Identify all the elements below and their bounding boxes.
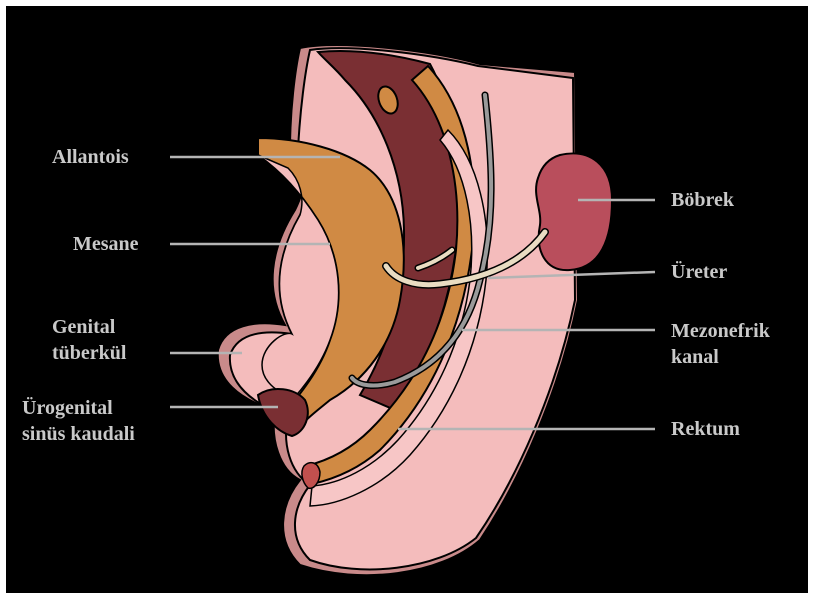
label-bobrek: Böbrek [671,187,734,213]
label-urogenital-sinus: Ürogenital sinüs kaudali [22,395,135,447]
label-mezonefrik-kanal: Mezonefrik kanal [671,318,770,370]
label-rektum: Rektum [671,416,740,442]
label-mezonefrik-line2: kanal [671,344,770,370]
label-mezonefrik-line1: Mezonefrik [671,318,770,344]
label-genital-line1: Genital [52,314,126,340]
label-ureter: Üreter [671,259,727,285]
label-urogenital-line2: sinüs kaudali [22,421,135,447]
label-urogenital-line1: Ürogenital [22,395,135,421]
label-mesane: Mesane [73,231,139,257]
label-genital-tuberkul: Genital tüberkül [52,314,126,366]
label-genital-line2: tüberkül [52,340,126,366]
label-allantois: Allantois [52,144,129,170]
kidney [536,153,612,270]
urogenital-sinus-opening [258,389,308,436]
